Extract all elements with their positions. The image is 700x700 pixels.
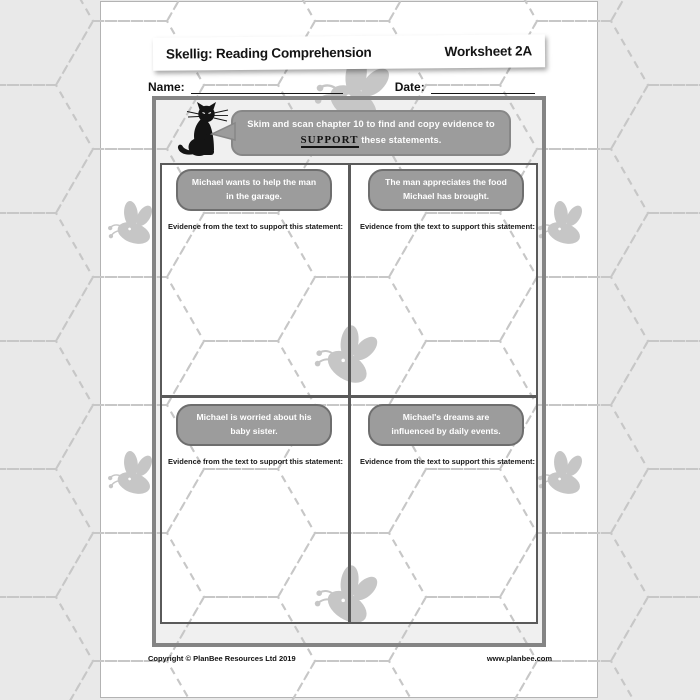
instruction-text-line2: SUPPORT these statements. <box>233 132 509 149</box>
vertical-divider <box>348 163 351 624</box>
worksheet-label: Worksheet 2A <box>444 43 533 60</box>
evidence-answer-area-2[interactable] <box>352 236 534 391</box>
instruction-speech-bubble: Skim and scan chapter 10 to find and cop… <box>209 110 511 156</box>
evidence-label-4: Evidence from the text to support this s… <box>360 457 536 466</box>
evidence-label-2: Evidence from the text to support this s… <box>360 222 536 231</box>
page-title: Skellig: Reading Comprehension <box>165 44 372 62</box>
name-input-line[interactable] <box>190 79 343 94</box>
header-bar: Skellig: Reading Comprehension Worksheet… <box>152 34 546 71</box>
statement-box-2: The man appreciates the food Michael has… <box>368 169 524 211</box>
date-input-line[interactable] <box>430 79 535 94</box>
instruction-text-line1: Skim and scan chapter 10 to find and cop… <box>247 119 495 130</box>
statement-box-4: Michael's dreams are influenced by daily… <box>368 404 524 446</box>
evidence-answer-area-1[interactable] <box>164 236 346 391</box>
evidence-answer-area-4[interactable] <box>352 470 534 620</box>
speech-bubble-tail <box>209 121 236 141</box>
evidence-answer-area-3[interactable] <box>164 470 346 620</box>
statement-box-3: Michael is worried about his baby sister… <box>176 404 332 446</box>
evidence-label-1: Evidence from the text to support this s… <box>168 222 344 231</box>
support-emphasis: SUPPORT <box>300 133 359 148</box>
name-date-row: Name: Date: <box>148 74 550 94</box>
statement-box-1: Michael wants to help the man in the gar… <box>176 169 332 211</box>
website-text: www.planbee.com <box>486 654 552 663</box>
date-label: Date: <box>394 80 425 94</box>
name-label: Name: <box>148 80 185 94</box>
horizontal-divider <box>160 395 538 398</box>
instruction-text-tail: these statements. <box>361 134 442 145</box>
evidence-label-3: Evidence from the text to support this s… <box>168 457 344 466</box>
